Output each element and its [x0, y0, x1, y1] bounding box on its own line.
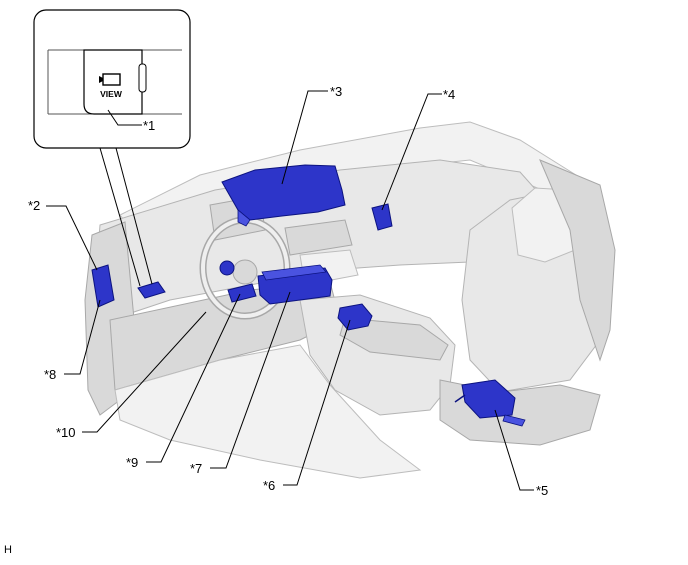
leader-10 [82, 311, 207, 433]
callout-2: *2 [28, 198, 40, 213]
right-door-panel [539, 159, 616, 362]
steering-hub [232, 259, 258, 285]
corner-mark: H [4, 544, 12, 556]
leader-3 [281, 90, 328, 185]
component-4-module [371, 203, 393, 231]
callout-7: *7 [190, 461, 202, 476]
leader-6 [283, 319, 351, 486]
inset-pointer-right [115, 147, 153, 285]
component-1-switch [137, 281, 166, 299]
highlighted-components [91, 164, 526, 427]
inset-pointer-left [99, 147, 141, 287]
callout-9: *9 [126, 455, 138, 470]
leader-7 [210, 291, 291, 469]
component-2-module [91, 264, 115, 308]
component-5-unit [461, 379, 516, 419]
leader-1 [107, 109, 142, 126]
component-6-box [337, 303, 373, 331]
callout-6: *6 [263, 478, 275, 493]
inset-switch-label: VIEW [100, 89, 123, 99]
console-armrest [339, 317, 449, 361]
callout-5: *5 [536, 483, 548, 498]
component-5-wire [454, 394, 466, 403]
component-5-bracket [502, 414, 526, 427]
callout-10: *10 [56, 425, 76, 440]
callout-4: *4 [443, 87, 455, 102]
callout-labels: *1 *2 *3 *4 *5 *6 *7 *8 *9 *10 [28, 84, 548, 498]
callout-8: *8 [44, 367, 56, 382]
camera-view-icon [99, 73, 121, 86]
component-9-sensor [219, 260, 235, 276]
callout-1: *1 [143, 118, 155, 133]
leader-lines [46, 90, 534, 491]
component-9-module [227, 283, 257, 303]
leader-2 [46, 205, 98, 271]
leader-8 [64, 299, 101, 375]
component-3-mount [237, 209, 251, 227]
leader-9 [146, 293, 241, 463]
floor [114, 344, 422, 479]
inset-detail: VIEW [33, 9, 191, 149]
component-7-top [261, 264, 327, 281]
leader-5 [494, 409, 534, 491]
inset-switch-tab [138, 63, 147, 93]
callout-3: *3 [330, 84, 342, 99]
leader-4 [381, 93, 442, 211]
center-vents [284, 219, 353, 256]
vehicle-interior-illustration [84, 121, 616, 479]
